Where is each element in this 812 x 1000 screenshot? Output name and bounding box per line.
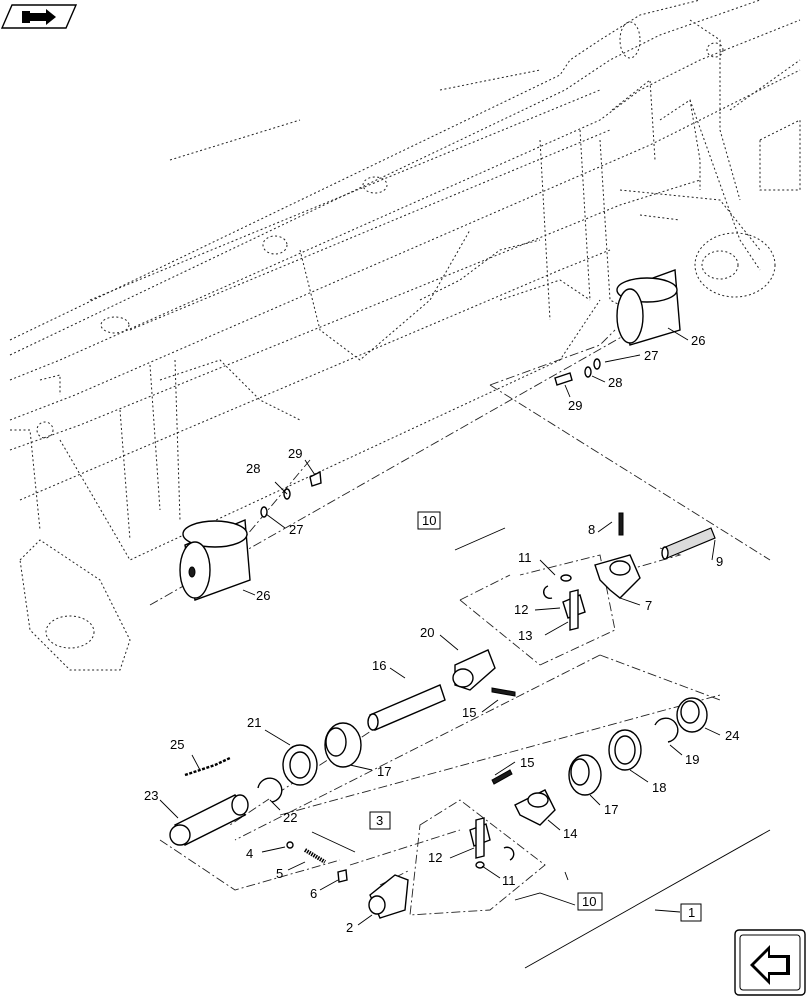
callout-27: 27 (289, 522, 303, 537)
snap-ring-11-lower[interactable] (475, 846, 515, 869)
book-arrow-icon[interactable] (0, 4, 78, 29)
callout-4: 4 (246, 846, 253, 861)
svg-text:1: 1 (688, 905, 695, 920)
yoke-2[interactable] (368, 874, 409, 919)
callout-14: 14 (563, 826, 577, 841)
bolt-29-left[interactable] (309, 470, 322, 487)
callout-27: 27 (644, 348, 658, 363)
box-callout-3[interactable]: 3 (369, 811, 391, 830)
callout-28: 28 (608, 375, 622, 390)
callout-12: 12 (428, 850, 442, 865)
callout-labels: 26 27 28 29 29 28 27 26 8 9 11 12 13 7 2… (144, 333, 739, 935)
callout-11: 11 (518, 550, 532, 565)
callout-29: 29 (288, 446, 302, 461)
callout-13: 13 (518, 628, 532, 643)
svg-text:3: 3 (376, 813, 383, 828)
pin-8[interactable] (618, 512, 624, 536)
shield-18[interactable] (608, 729, 642, 771)
callout-26: 26 (691, 333, 705, 348)
pin-6[interactable] (337, 869, 348, 883)
tube-16[interactable] (367, 684, 446, 731)
callout-17: 17 (377, 764, 391, 779)
callout-11: 11 (502, 873, 516, 888)
washer-27-left[interactable] (260, 506, 268, 518)
box-callout-1[interactable]: 1 (680, 903, 702, 922)
snap-ring-19[interactable] (654, 717, 679, 743)
cross-12-upper[interactable] (562, 589, 586, 631)
pin-15-middle[interactable] (491, 687, 516, 697)
shaft-9[interactable] (661, 527, 716, 560)
callout-9: 9 (716, 554, 723, 569)
assembly-guide-lines (149, 329, 771, 916)
callout-25: 25 (170, 737, 184, 752)
header-frame (9, 0, 801, 671)
bearing-17-right[interactable] (568, 754, 602, 796)
callout-15: 15 (520, 755, 534, 770)
callout-28: 28 (246, 461, 260, 476)
svg-text:10: 10 (582, 894, 596, 909)
callout-6: 6 (310, 886, 317, 901)
callout-2: 2 (346, 920, 353, 935)
callout-17: 17 (604, 802, 618, 817)
callout-24: 24 (725, 728, 739, 743)
roller-26-right[interactable] (616, 269, 681, 346)
washer-28-right[interactable] (584, 366, 592, 378)
callout-5: 5 (276, 866, 283, 881)
box-callout-10-lower[interactable]: 10 (577, 892, 603, 911)
washer-27-right[interactable] (593, 358, 601, 370)
callout-26: 26 (256, 588, 270, 603)
shield-21[interactable] (282, 744, 318, 786)
yoke-20[interactable] (452, 649, 496, 691)
callout-8: 8 (588, 522, 595, 537)
snap-ring-11-upper[interactable] (542, 574, 572, 600)
bearing-17-left[interactable] (324, 722, 362, 768)
callout-18: 18 (652, 780, 666, 795)
pin-15-lower[interactable] (491, 769, 513, 785)
callout-21: 21 (247, 715, 261, 730)
yoke-7[interactable] (594, 554, 641, 599)
tube-23[interactable] (169, 794, 249, 846)
yoke-14[interactable] (514, 789, 556, 826)
ball-4[interactable] (286, 841, 294, 849)
callout-15: 15 (462, 705, 476, 720)
callout-22: 22 (283, 810, 297, 825)
box-callout-10-upper[interactable]: 10 (417, 511, 441, 530)
cross-12-lower[interactable] (469, 817, 491, 859)
callout-12: 12 (514, 602, 528, 617)
callout-16: 16 (372, 658, 386, 673)
bolt-29-right[interactable] (554, 372, 573, 386)
svg-text:10: 10 (422, 513, 436, 528)
bearing-24[interactable] (676, 697, 708, 733)
chain-25[interactable] (184, 756, 231, 777)
spring-5[interactable] (303, 848, 327, 864)
callout-29: 29 (568, 398, 582, 413)
snap-ring-22[interactable] (257, 777, 283, 803)
callout-19: 19 (685, 752, 699, 767)
leader-lines (159, 327, 771, 969)
roller-26-left[interactable] (179, 518, 251, 601)
next-arrow-icon[interactable] (734, 929, 806, 996)
callout-23: 23 (144, 788, 158, 803)
callout-7: 7 (645, 598, 652, 613)
callout-20: 20 (420, 625, 434, 640)
